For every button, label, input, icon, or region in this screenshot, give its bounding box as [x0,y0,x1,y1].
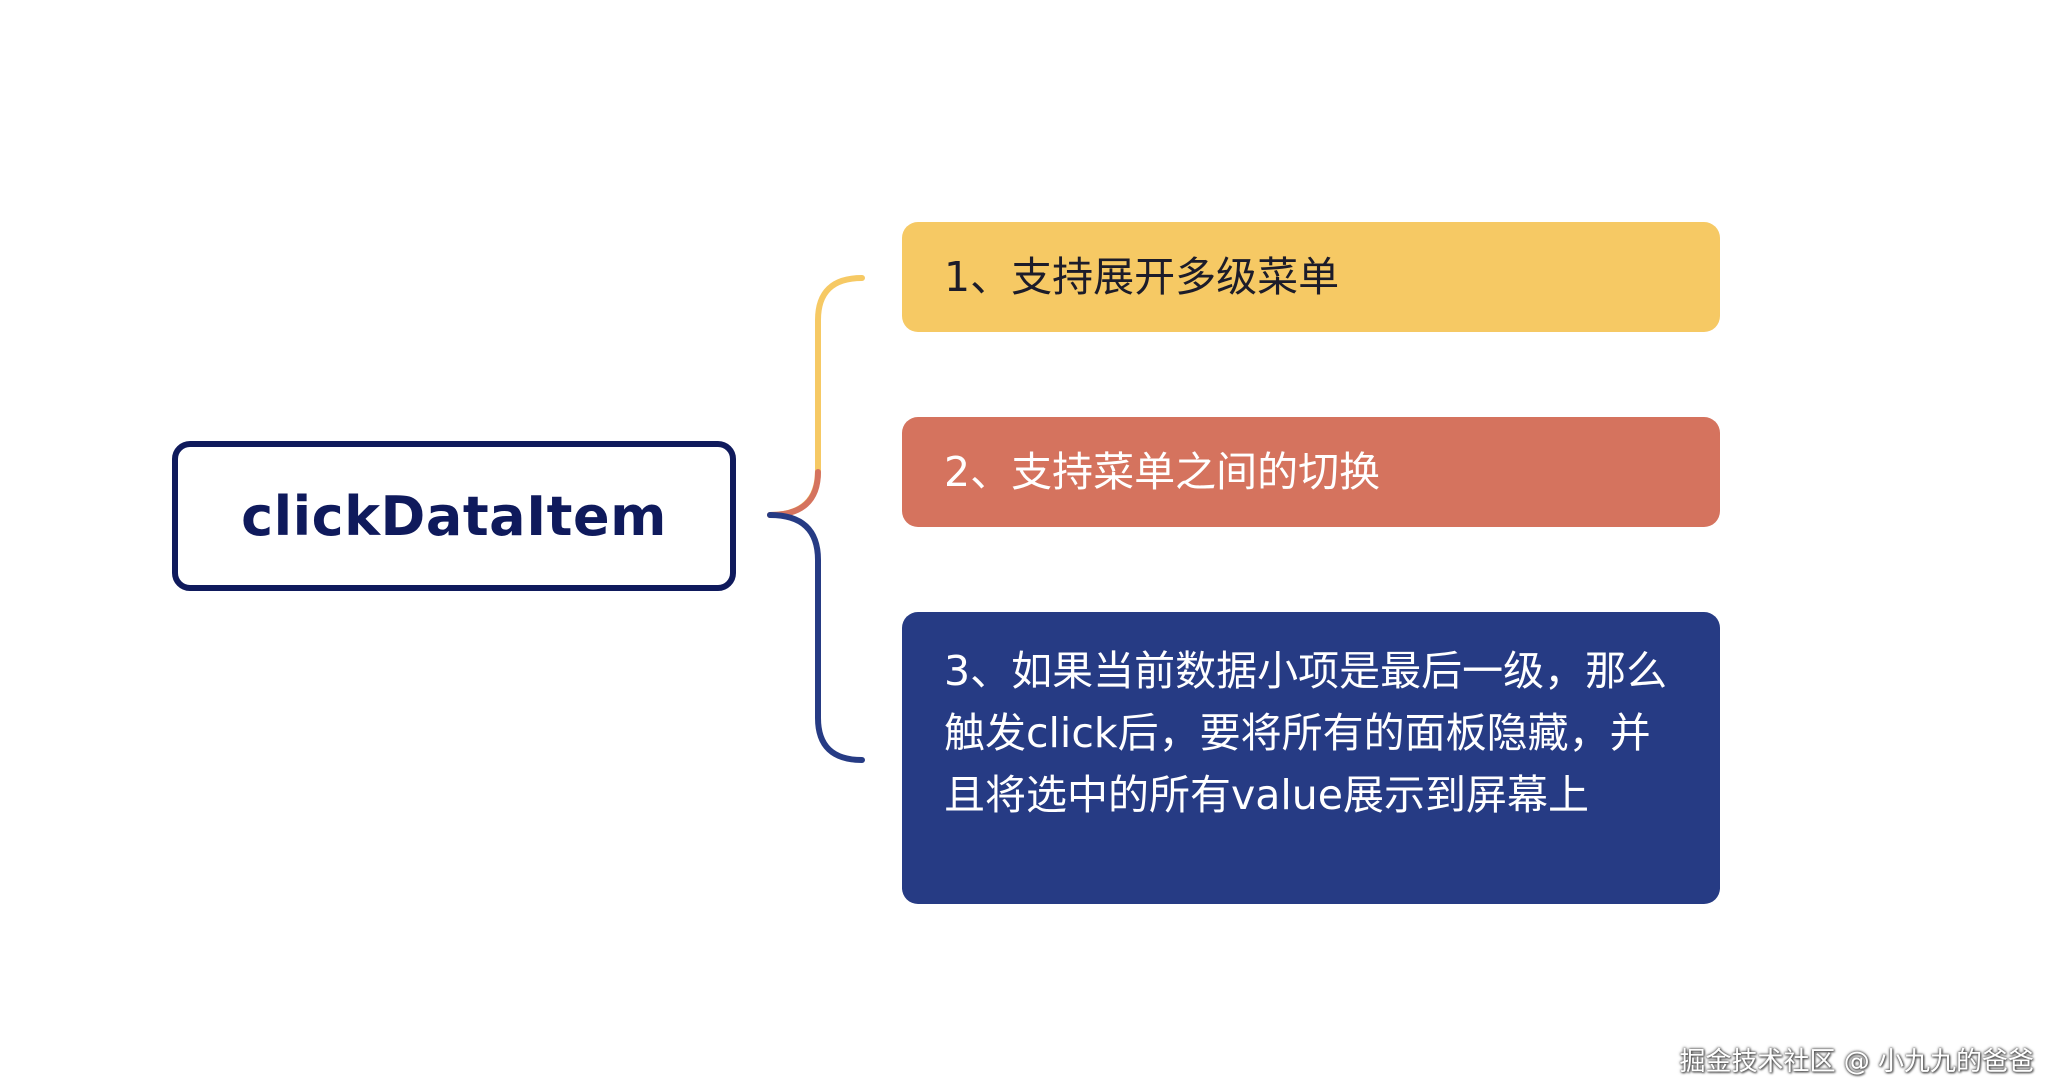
branch-node-1[interactable]: 1、支持展开多级菜单 [902,222,1720,332]
root-node[interactable]: clickDataItem [172,441,736,591]
branch-node-3[interactable]: 3、如果当前数据小项是最后一级，那么触发click后，要将所有的面板隐藏，并且将… [902,612,1720,904]
root-node-label: clickDataItem [241,484,667,548]
branch-node-2-text: 2、支持菜单之间的切换 [944,448,1381,496]
connector-branch-3 [767,512,865,763]
watermark: 掘金技术社区 @ 小九九的爸爸 [1679,1047,2034,1077]
branch-node-1-text: 1、支持展开多级菜单 [944,253,1340,301]
connector-branch-2 [767,469,821,518]
branch-node-3-text: 3、如果当前数据小项是最后一级，那么触发click后，要将所有的面板隐藏，并且将… [944,647,1668,819]
branch-node-2[interactable]: 2、支持菜单之间的切换 [902,417,1720,527]
